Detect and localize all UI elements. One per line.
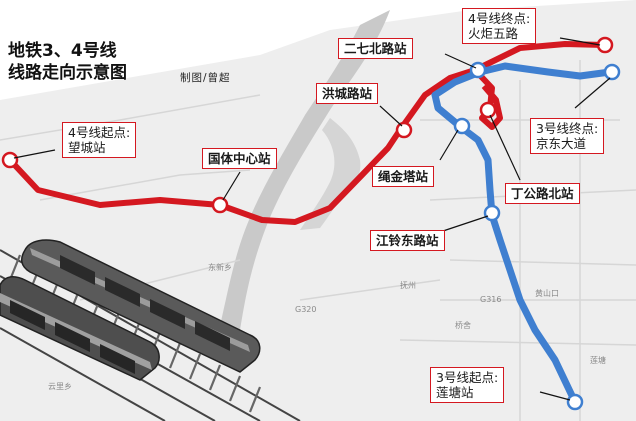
train-illustration: [0, 239, 301, 421]
callout-line4-end: 4号线终点: 火炬五路: [462, 8, 537, 44]
callout-hongcheng-road: 洪城路站: [316, 83, 379, 104]
place-label-qiaoshe: 桥舍: [455, 321, 471, 330]
callout-sports-center: 国体中心站: [202, 148, 277, 169]
station-dinggong-north[interactable]: [479, 101, 497, 119]
place-label-yunqianxiang: 云里乡: [48, 382, 72, 391]
callout-line4-start-station: 望城站: [68, 140, 106, 155]
metro-line-4: [7, 41, 608, 225]
callout-line4-start-label: 4号线起点:: [68, 125, 131, 140]
callout-line4-start: 4号线起点: 望城站: [62, 122, 137, 158]
callout-jiangling-east: 江铃东路站: [370, 230, 445, 251]
callout-dinggong-north: 丁公路北站: [505, 183, 580, 204]
callout-shengjinta: 绳金塔站: [372, 166, 435, 187]
station-shengjinta[interactable]: [453, 117, 471, 135]
callout-line4-end-label: 4号线终点:: [468, 11, 531, 26]
callout-line4-end-station: 火炬五路: [468, 26, 519, 41]
map-title-line2: 线路走向示意图: [8, 63, 127, 83]
callout-line3-start-label: 3号线起点:: [436, 370, 499, 385]
place-label-dongxin: 东新乡: [208, 263, 232, 272]
metro-line-3: [431, 62, 614, 406]
map-title-line1: 地铁3、4号线: [8, 41, 117, 61]
river-branch: [300, 118, 361, 230]
callout-line3-start: 3号线起点: 莲塘站: [430, 367, 505, 403]
place-label-liantang: 莲塘: [590, 356, 606, 365]
metro-line-4-loop: [472, 67, 503, 130]
callout-line3-end-station: 京东大道: [536, 136, 587, 151]
callout-line3-end-label: 3号线终点:: [536, 121, 599, 136]
place-label-huangshankou: 黄山口: [535, 289, 559, 298]
station-jiangling-east[interactable]: [483, 204, 501, 222]
road-label-g320: G320: [295, 305, 317, 314]
callout-erqi-north: 二七北路站: [338, 38, 413, 59]
station-huoju-5th[interactable]: [596, 36, 614, 54]
station-hongcheng-road[interactable]: [395, 121, 413, 139]
station-jingdong-avenue[interactable]: [603, 63, 621, 81]
place-label-fuzhou: 抚州: [400, 281, 416, 290]
road-label-g316: G316: [480, 295, 502, 304]
map-credit: 制图/曾超: [180, 72, 231, 84]
station-sports-center[interactable]: [211, 196, 229, 214]
callout-pointers: [13, 37, 611, 401]
station-erqi-north[interactable]: [469, 61, 487, 79]
callout-line3-start-station: 莲塘站: [436, 385, 474, 400]
map-title: 地铁3、4号线 线路走向示意图: [8, 40, 127, 84]
callout-line3-end: 3号线终点: 京东大道: [530, 118, 605, 154]
station-liantang[interactable]: [566, 393, 584, 411]
station-wangcheng[interactable]: [1, 151, 19, 169]
